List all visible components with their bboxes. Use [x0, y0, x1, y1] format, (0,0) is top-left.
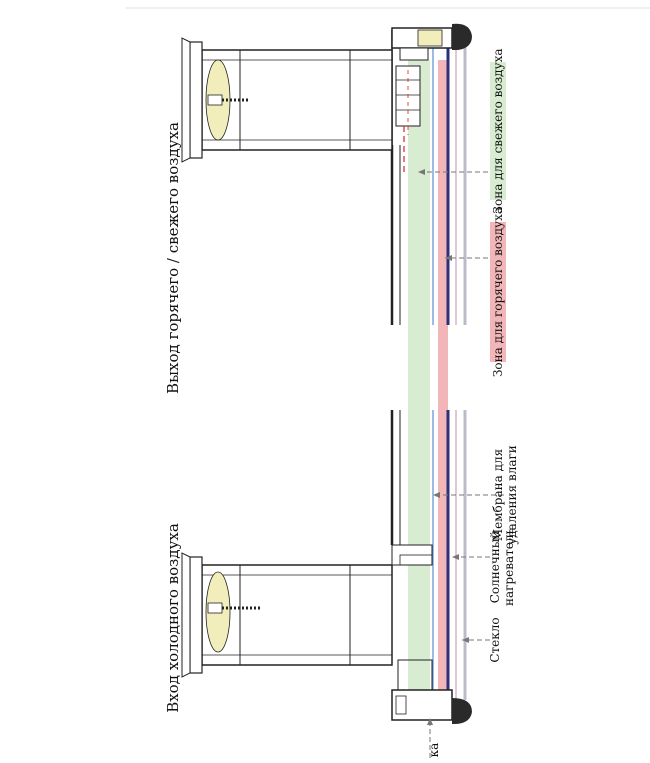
inlet-screw — [207, 602, 262, 614]
heater-label-line1: Солнечный — [488, 531, 502, 604]
glass-label: Стекло — [488, 617, 502, 662]
zone-fresh-label-bg — [490, 62, 506, 200]
zone-hot-label-bg — [490, 222, 506, 362]
layer-lines-bottom — [432, 410, 467, 700]
bottom-frame-cap — [391, 659, 472, 724]
membrane-label-line2: удаления влаги — [505, 445, 519, 545]
heater-label-line2: нагреватель — [502, 528, 516, 606]
outlet-duct — [181, 37, 393, 163]
outlet-screw — [207, 94, 250, 106]
inlet-duct — [181, 544, 433, 678]
section-mark-label: ка — [427, 743, 441, 758]
zone-fresh-label: Зона для свежего воздуха — [491, 48, 505, 213]
top-frame-cap — [391, 23, 472, 61]
outlet-damper — [395, 65, 421, 175]
zone-hot-label: Зона для горячего воздуха — [491, 207, 505, 377]
layer-lines-top — [432, 40, 467, 325]
inlet-label: Вход холодного воздуха — [164, 523, 182, 713]
leader-arrows — [418, 169, 504, 758]
outlet-label: Выход горячего / свежего воздуха — [164, 122, 182, 394]
hot-air-zone — [438, 60, 448, 720]
fresh-air-zone — [408, 60, 430, 720]
membrane-label-line1: Мембрана для — [491, 449, 505, 541]
